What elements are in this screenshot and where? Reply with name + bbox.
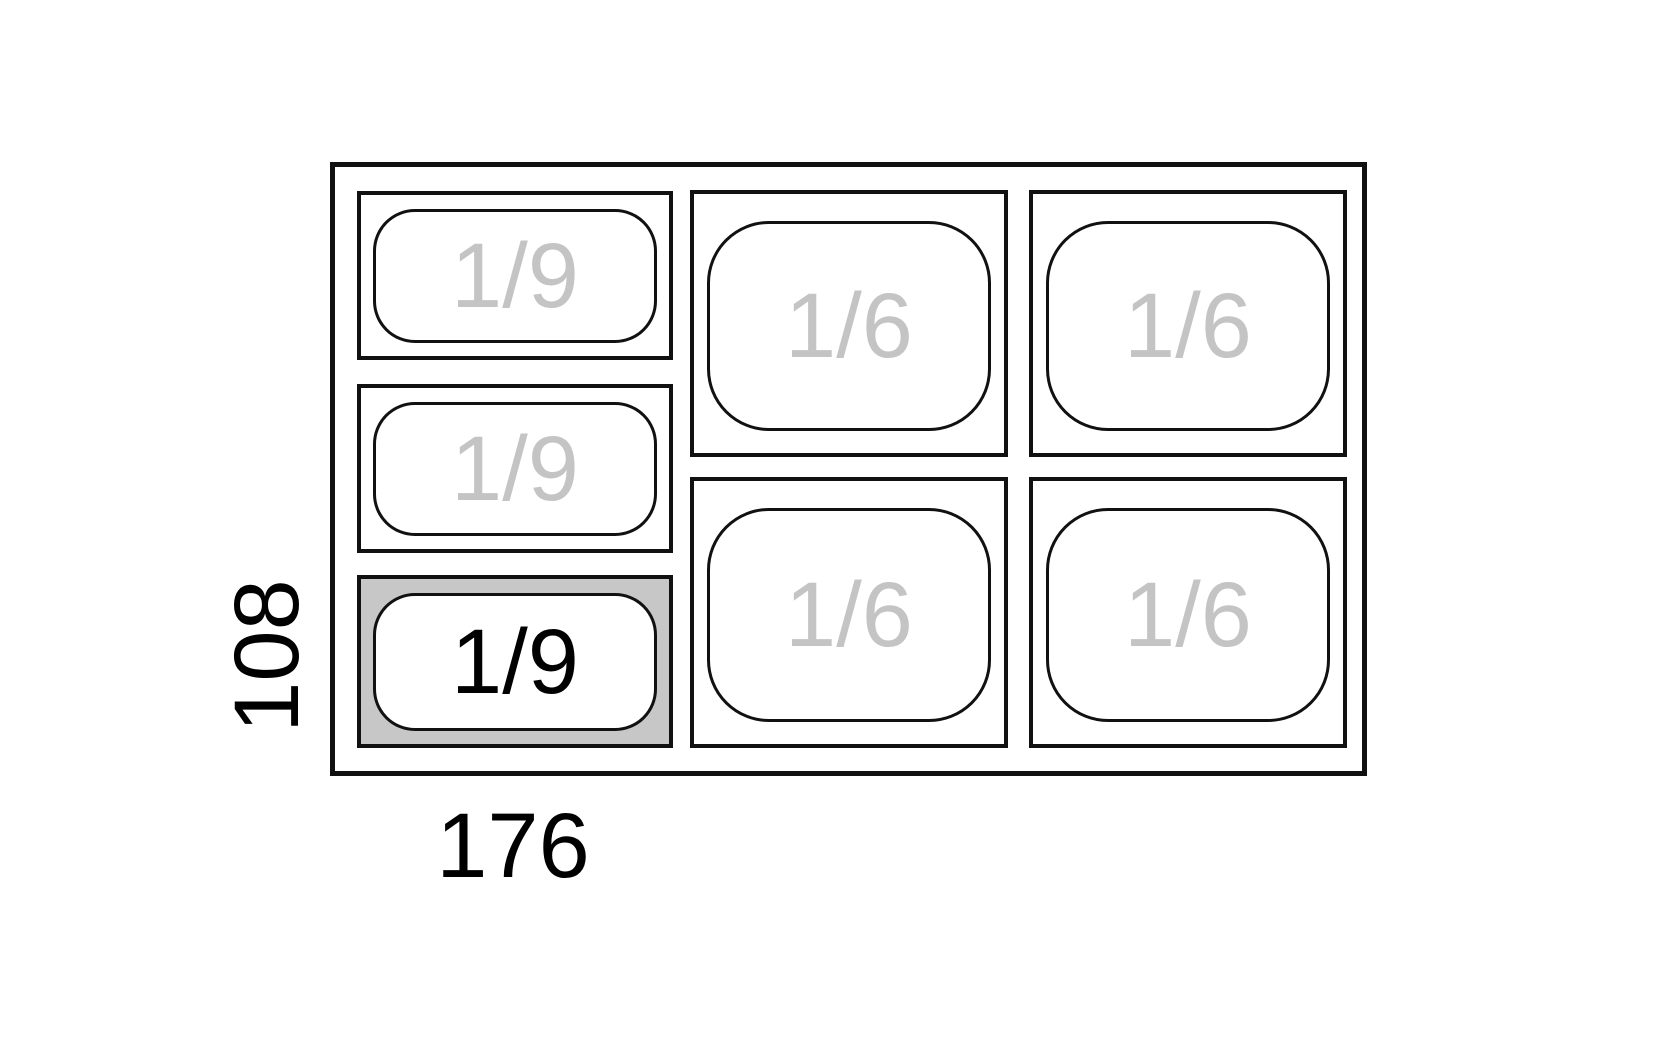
- pan-size-label: 1/6: [785, 275, 913, 377]
- pan-size-label: 1/6: [785, 564, 913, 666]
- pan-shape-1-6-bottom-right: 1/6: [1046, 508, 1330, 722]
- pan-shape-1-9-bottom: 1/9: [373, 593, 657, 731]
- pan-cell-1-6-top-left: 1/6: [690, 190, 1008, 457]
- pan-size-label: 1/9: [451, 225, 579, 327]
- width-dimension-label: 176: [436, 795, 590, 897]
- pan-cell-1-9-top: 1/9: [357, 191, 673, 360]
- pan-size-label-active: 1/9: [451, 611, 579, 713]
- pan-shape-1-6-top-left: 1/6: [707, 221, 991, 431]
- pan-shape-1-9-top: 1/9: [373, 209, 657, 343]
- pan-cell-1-9-middle: 1/9: [357, 384, 673, 553]
- pan-size-label: 1/9: [451, 418, 579, 520]
- pan-shape-1-9-middle: 1/9: [373, 402, 657, 536]
- pan-cell-1-6-bottom-right: 1/6: [1029, 477, 1347, 748]
- pan-cell-1-6-top-right: 1/6: [1029, 190, 1347, 457]
- pan-cell-1-9-bottom-highlighted: 1/9: [357, 575, 673, 748]
- height-dimension-label: 108: [216, 579, 318, 733]
- pan-shape-1-6-top-right: 1/6: [1046, 221, 1330, 431]
- pan-shape-1-6-bottom-left: 1/6: [707, 508, 991, 722]
- pan-size-label: 1/6: [1124, 564, 1252, 666]
- pan-size-label: 1/6: [1124, 275, 1252, 377]
- pan-cell-1-6-bottom-left: 1/6: [690, 477, 1008, 748]
